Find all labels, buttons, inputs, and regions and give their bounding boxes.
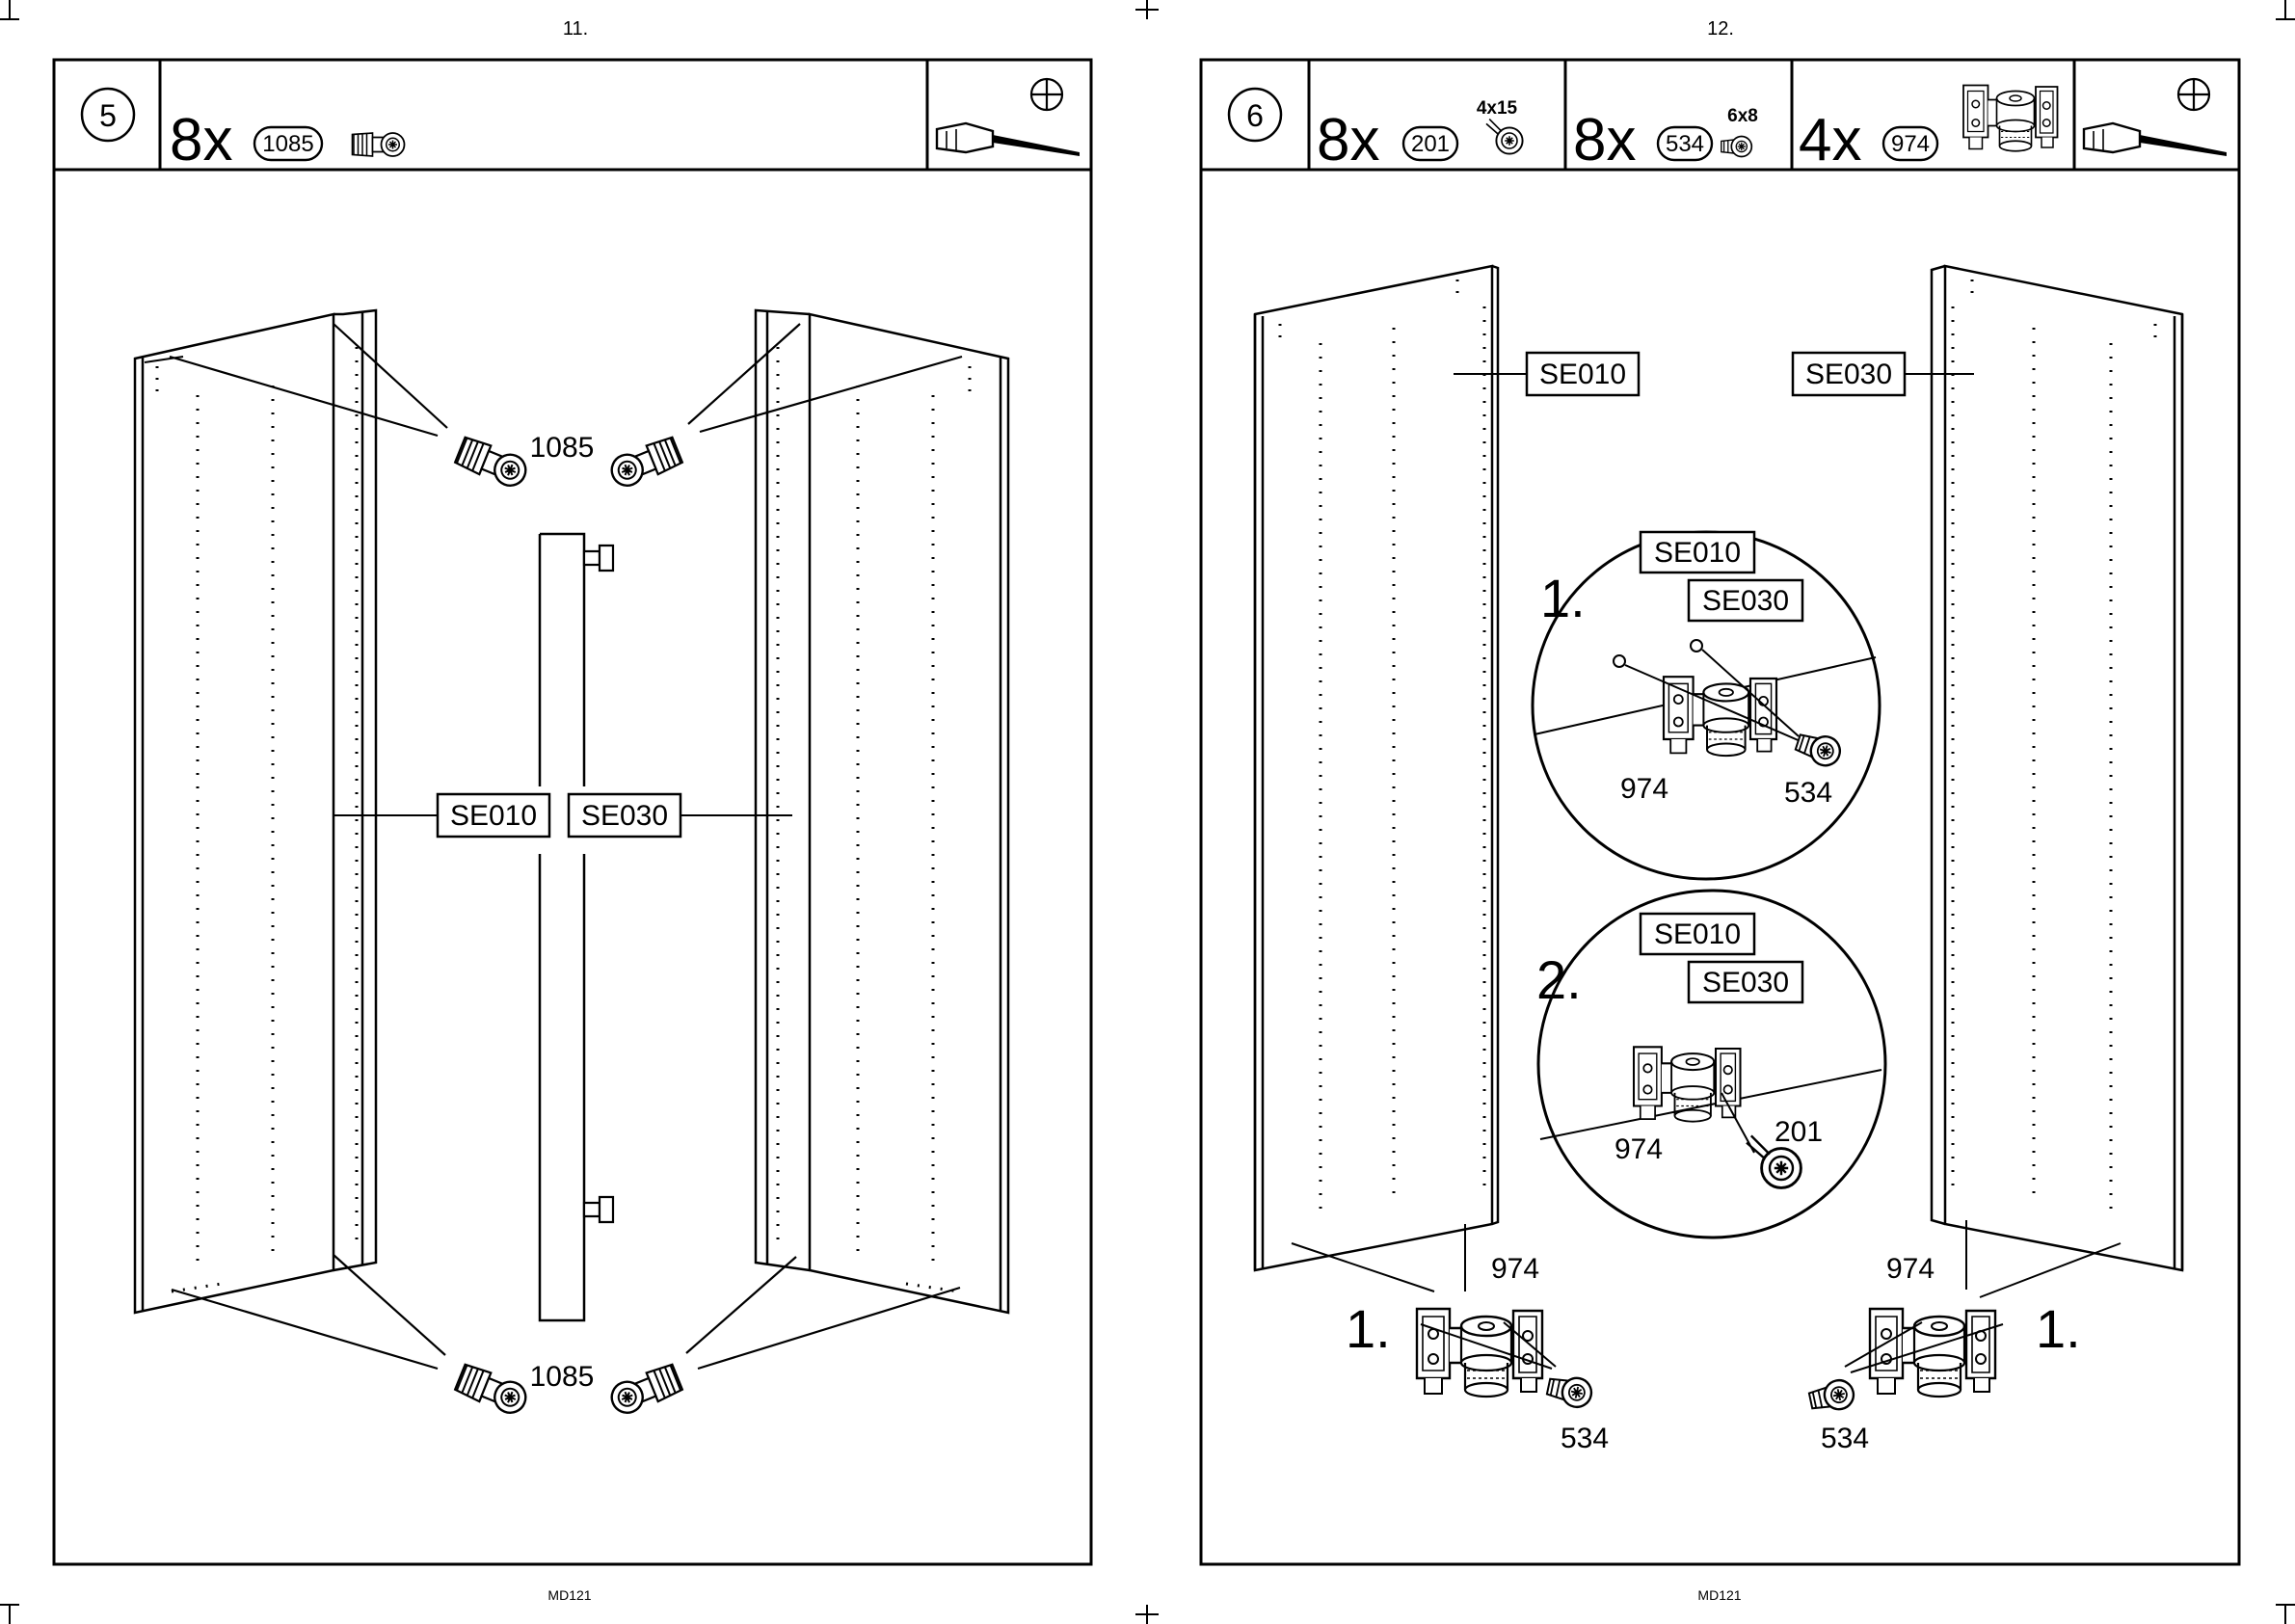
detail-1-label-a: SE010 — [1654, 537, 1741, 569]
label-se010: SE010 — [1539, 359, 1626, 390]
detail-circle-1: SE010 SE030 1. 974 534 — [1533, 532, 1880, 879]
panel-se010 — [135, 310, 376, 1313]
detail-1-part-b: 534 — [1784, 777, 1832, 809]
part-size: 4x15 — [1477, 98, 1518, 119]
page-11: 11. MD121 5 8x 1085 — [54, 18, 1091, 1603]
cam-dowel-top-right — [607, 436, 683, 491]
part-code: 201 — [1411, 131, 1450, 157]
part-qty: 8x — [170, 107, 232, 173]
bottom-left-assembly: 1. 974 534 — [1292, 1224, 1609, 1454]
screwdriver-icon — [2084, 79, 2227, 156]
callout-part-top: 1085 — [530, 432, 595, 464]
cam-dowel-bottom-left — [454, 1363, 530, 1418]
center-shelf — [540, 534, 584, 1320]
detail-1-part-a: 974 — [1620, 773, 1668, 805]
hinge-plate-icon — [1963, 86, 2058, 151]
part-code: 534 — [1666, 131, 1704, 157]
part-qty: 8x — [1573, 107, 1636, 173]
cam-dowel-bottom-right — [607, 1363, 683, 1418]
detail-2-label-a: SE010 — [1654, 918, 1741, 950]
label-se010: SE010 — [450, 800, 537, 832]
page-footer: MD121 — [1697, 1587, 1741, 1603]
label-se030: SE030 — [581, 800, 668, 832]
bottom-right-assembly: 1. 974 534 — [1807, 1220, 2121, 1454]
part-qty: 4x — [1799, 107, 1861, 173]
page-number: 12. — [1707, 18, 1734, 40]
detail-2-step: 2. — [1536, 949, 1582, 1010]
bottom-left-step: 1. — [1346, 1298, 1391, 1359]
detail-circle-2: SE010 SE030 2. 974 201 — [1536, 891, 1885, 1238]
bottom-left-part-a: 974 — [1491, 1253, 1539, 1285]
step-number: 6 — [1246, 98, 1264, 133]
detail-2-label-b: SE030 — [1702, 967, 1789, 998]
panel-se030 — [756, 310, 1008, 1313]
part-size: 6x8 — [1727, 106, 1758, 126]
detail-2-part-a: 974 — [1615, 1133, 1663, 1165]
page-number: 11. — [563, 18, 588, 40]
step-number: 5 — [99, 98, 117, 133]
pre-inserted-dowel — [584, 546, 613, 1222]
part-qty: 8x — [1317, 107, 1379, 173]
cam-dowel-icon — [353, 133, 405, 156]
cam-dowel-top-left — [454, 436, 530, 491]
detail-2-part-b: 201 — [1775, 1116, 1823, 1148]
panel-se010 — [1255, 266, 1498, 1270]
label-se030: SE030 — [1805, 359, 1892, 390]
page-12: 12. MD121 6 8x 201 4x15 8x 534 6x8 4x 97… — [1201, 18, 2239, 1603]
wood-screw-icon — [1486, 120, 1523, 154]
part-code: 974 — [1891, 131, 1930, 157]
bottom-right-part-a: 974 — [1886, 1253, 1935, 1285]
callout-part-bottom: 1085 — [530, 1361, 595, 1393]
bottom-left-part-b: 534 — [1561, 1423, 1609, 1454]
part-code: 1085 — [262, 131, 313, 157]
page-footer: MD121 — [547, 1587, 591, 1603]
detail-1-label-b: SE030 — [1702, 585, 1789, 617]
euro-screw-icon — [1721, 137, 1752, 157]
panel-se030 — [1932, 266, 2182, 1270]
bottom-right-part-b: 534 — [1821, 1423, 1869, 1454]
bottom-right-step: 1. — [2036, 1298, 2081, 1359]
detail-1-step: 1. — [1540, 568, 1586, 628]
screwdriver-icon — [937, 79, 1080, 156]
